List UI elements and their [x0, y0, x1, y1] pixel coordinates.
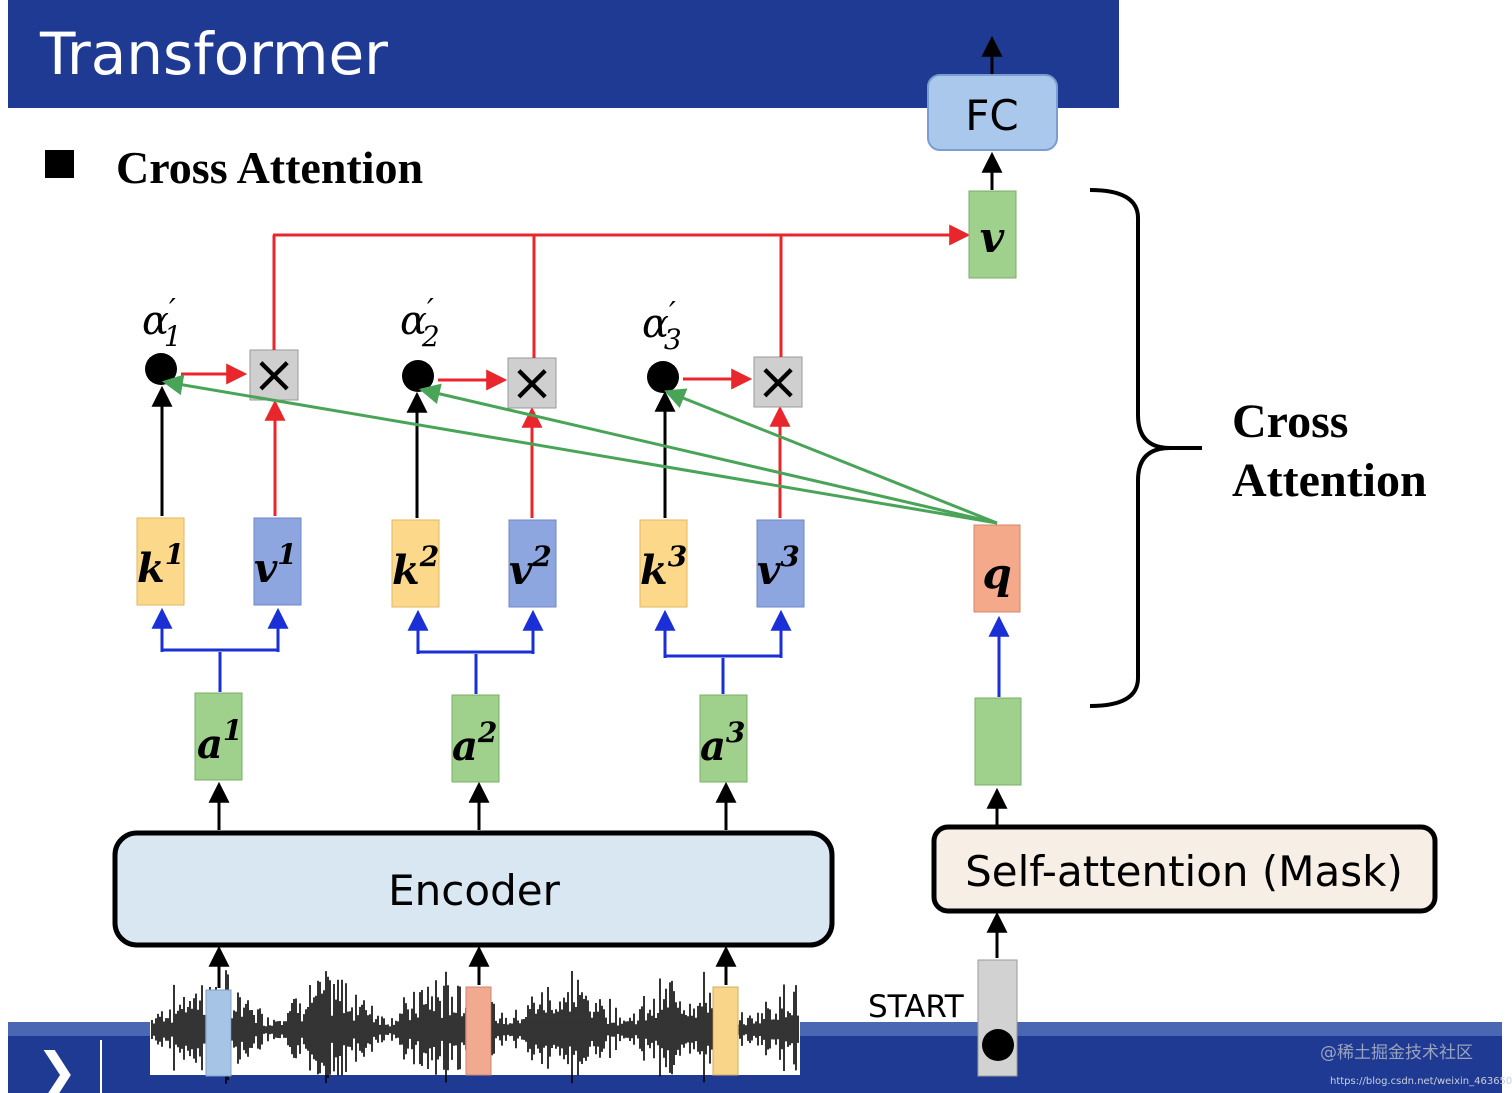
- value-v3: v3: [756, 519, 805, 608]
- encoder-label: Encoder: [388, 866, 560, 915]
- svg-text:k2: k2: [392, 540, 439, 594]
- dot-product-1: [145, 353, 177, 385]
- split-connector-2: [407, 609, 544, 694]
- input-a3: a3: [699, 694, 748, 783]
- svg-text:×: ×: [756, 352, 800, 412]
- value-v1: v1: [253, 517, 302, 606]
- output-v: v: [968, 190, 1017, 279]
- weighted-sum-lines: [272, 224, 971, 358]
- page-title: Transformer: [39, 20, 388, 88]
- dot-product-2: [402, 360, 434, 392]
- key-k3: k3: [639, 519, 688, 608]
- input-a1: a1: [194, 692, 243, 781]
- svg-text:×: ×: [252, 345, 296, 405]
- svg-text:k3: k3: [640, 540, 687, 594]
- brace-label-line1: Cross: [1232, 395, 1348, 448]
- start-dot: [982, 1029, 1014, 1061]
- multiply-node-1: ×: [249, 345, 299, 405]
- svg-text:k1: k1: [137, 538, 184, 592]
- self-attention-box: [931, 824, 1438, 914]
- key-k1: k1: [136, 517, 185, 606]
- svg-text:q: q: [982, 549, 1011, 598]
- svg-text:v3: v3: [757, 540, 800, 594]
- encoder-box: [112, 830, 835, 948]
- start-label: START: [868, 989, 965, 1025]
- fc-box: [927, 74, 1058, 151]
- svg-text:v1: v1: [254, 538, 297, 592]
- split-connector-3: [654, 609, 792, 694]
- value-v2: v2: [508, 519, 557, 608]
- alpha-2-label: α′2: [400, 293, 440, 353]
- curly-brace: [1089, 188, 1202, 708]
- watermark-line2: https://blog.csdn.net/weixin_4636503: [1330, 1076, 1512, 1087]
- multiply-node-3: ×: [753, 352, 803, 412]
- svg-text:v: v: [980, 213, 1005, 262]
- key-k2: k2: [391, 519, 440, 608]
- alpha-3-label: α′3: [642, 296, 682, 356]
- decoder-hidden-state: [974, 697, 1022, 786]
- svg-text:a1: a1: [197, 714, 242, 768]
- section-title: Cross Attention: [116, 142, 423, 193]
- input-a2: a2: [451, 694, 500, 783]
- split-connector-1: [151, 607, 289, 692]
- alpha-1-label: α′1: [142, 293, 182, 353]
- self-attention-label: Self-attention (Mask): [965, 847, 1403, 896]
- wave-segment-2: [465, 986, 492, 1076]
- footer-chevron-icon: ❯: [36, 1042, 78, 1093]
- wave-segment-1: [205, 989, 232, 1077]
- brace-label-line2: Attention: [1232, 454, 1427, 507]
- watermark-line1: @稀土掘金技术社区: [1320, 1043, 1473, 1063]
- svg-text:a2: a2: [452, 716, 497, 770]
- dot-product-3: [647, 361, 679, 393]
- query-lines: [161, 374, 998, 525]
- svg-text:v2: v2: [509, 540, 552, 594]
- svg-text:×: ×: [510, 353, 554, 413]
- query-q: q: [973, 524, 1021, 613]
- wave-segment-3: [712, 986, 739, 1076]
- fc-label: FC: [965, 91, 1018, 140]
- bullet-square: [45, 150, 74, 178]
- svg-text:a3: a3: [700, 716, 745, 770]
- start-token: [977, 959, 1018, 1077]
- multiply-node-2: ×: [507, 353, 557, 413]
